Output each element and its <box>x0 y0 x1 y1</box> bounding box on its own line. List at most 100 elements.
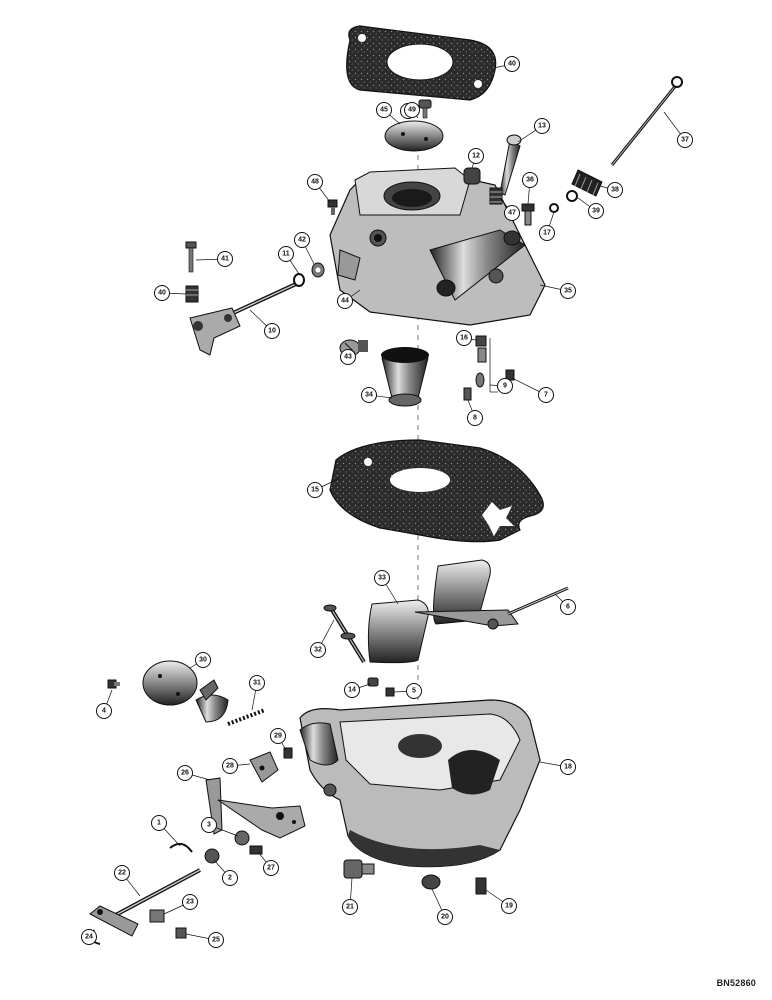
choke-shaft-22 <box>89 868 201 937</box>
callout-circle <box>249 675 265 691</box>
callout-circle <box>560 599 576 615</box>
callout-number: 11 <box>282 251 290 258</box>
callout-circle <box>307 174 323 190</box>
callout-circle <box>310 642 326 658</box>
callout-14: 14 <box>344 682 371 698</box>
callout-circle <box>182 894 198 910</box>
callout-35: 35 <box>539 283 576 299</box>
callout-circle <box>151 815 167 831</box>
shaft-bracket-26 <box>205 777 306 839</box>
callout-number: 3 <box>207 822 211 829</box>
float-assembly-33 <box>367 559 519 664</box>
callout-circle <box>504 56 520 72</box>
screw-36 <box>521 203 535 226</box>
callout-10: 10 <box>249 309 280 339</box>
callout-number: 38 <box>611 187 619 194</box>
callout-number: 19 <box>505 903 513 910</box>
flange-gasket-49 <box>346 25 497 101</box>
callout-32: 32 <box>310 619 335 658</box>
screw-19 <box>475 877 487 895</box>
callout-number: 48 <box>311 179 319 186</box>
callout-number: 12 <box>472 153 480 160</box>
callout-37: 37 <box>663 111 693 148</box>
spring-40 <box>185 285 199 303</box>
callout-45: 45 <box>376 102 401 125</box>
callout-18: 18 <box>539 759 576 775</box>
callout-circle <box>340 349 356 365</box>
callout-22: 22 <box>114 865 141 897</box>
callout-11: 11 <box>278 246 300 275</box>
callout-13: 13 <box>517 118 550 143</box>
callout-26: 26 <box>177 765 211 781</box>
callout-40: 40 <box>493 56 520 72</box>
callout-number: 4 <box>102 708 106 715</box>
callout-41: 41 <box>195 251 233 267</box>
callout-number: 5 <box>412 688 416 695</box>
callout-circle <box>222 758 238 774</box>
washer-11 <box>293 273 305 287</box>
callout-16: 16 <box>456 330 477 346</box>
callout-3: 3 <box>201 817 239 837</box>
callout-number: 22 <box>118 870 126 877</box>
float-valve-13 <box>499 134 522 196</box>
swivel-23 <box>149 909 165 923</box>
callout-47: 47 <box>499 197 520 221</box>
callout-circle <box>468 148 484 164</box>
callout-circle <box>404 102 420 118</box>
callout-27: 27 <box>257 851 279 876</box>
callout-circle <box>497 378 513 394</box>
callout-number: 14 <box>348 687 356 694</box>
callout-circle <box>114 865 130 881</box>
figure-code: BN52860 <box>716 978 756 988</box>
callout-circle <box>504 205 520 221</box>
callout-44: 44 <box>337 289 361 309</box>
callout-4: 4 <box>96 689 113 719</box>
callout-number: 2 <box>228 875 232 882</box>
callout-number: 24 <box>85 934 93 941</box>
callout-circle <box>361 387 377 403</box>
callout-15: 15 <box>307 477 341 498</box>
callout-42: 42 <box>294 232 315 265</box>
callout-number: 29 <box>274 733 282 740</box>
callout-number: 32 <box>314 647 322 654</box>
washer-17 <box>549 203 559 213</box>
screw-5 <box>385 687 395 697</box>
callout-circle <box>342 899 358 915</box>
screw-14 <box>367 677 379 687</box>
callout-number: 21 <box>346 904 354 911</box>
callout-40: 40 <box>154 285 187 301</box>
washer-42 <box>311 262 325 278</box>
callout-20: 20 <box>431 888 453 925</box>
callout-number: 16 <box>460 335 468 342</box>
callout-circle <box>456 330 472 346</box>
callout-49: 49 <box>404 102 420 119</box>
upper-body-casting <box>329 167 546 326</box>
callout-36: 36 <box>522 172 538 205</box>
float-bowl-18 <box>299 699 541 868</box>
callout-circle <box>195 652 211 668</box>
collar-2 <box>204 848 220 864</box>
drain-plug-21 <box>343 859 375 879</box>
callout-circle <box>534 118 550 134</box>
cover-plate-45 <box>384 120 444 152</box>
callout-2: 2 <box>213 859 238 886</box>
spring-38 <box>571 169 603 197</box>
callout-number: 42 <box>298 237 306 244</box>
callout-circle <box>294 232 310 248</box>
callout-number: 43 <box>344 354 352 361</box>
callout-number: 10 <box>268 328 276 335</box>
throttle-lever-shaft-10 <box>189 282 297 356</box>
screw-29 <box>283 747 293 759</box>
venturi-34 <box>381 347 429 407</box>
callout-31: 31 <box>249 675 265 711</box>
callout-25: 25 <box>185 932 224 948</box>
callout-21: 21 <box>342 877 358 915</box>
body-gasket-15 <box>329 439 544 543</box>
callout-circle <box>264 323 280 339</box>
callout-33: 33 <box>374 570 399 605</box>
callout-circle <box>677 132 693 148</box>
callout-28: 28 <box>222 758 251 774</box>
callout-24: 24 <box>81 929 97 945</box>
